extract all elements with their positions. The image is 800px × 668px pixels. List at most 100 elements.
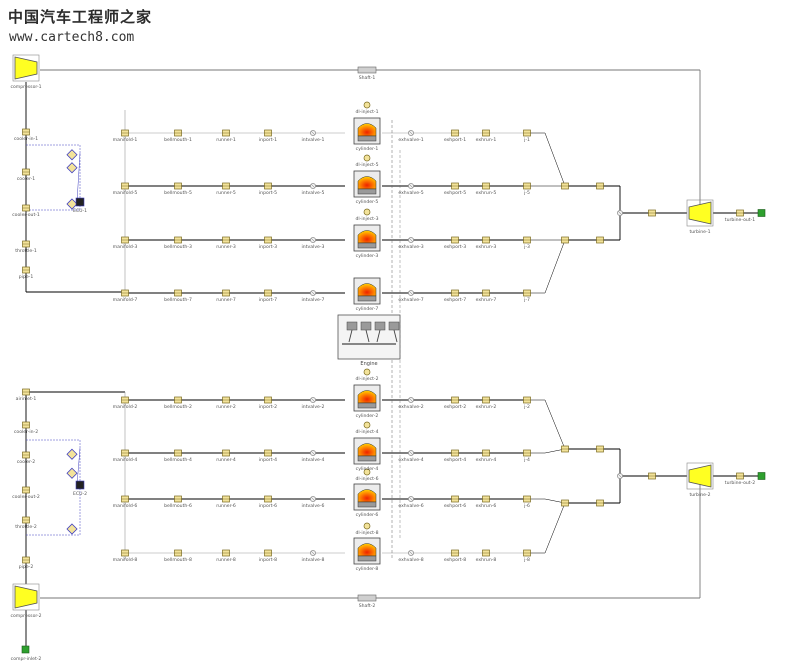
bottom_bank-merge-b[interactable] [561, 499, 569, 507]
shaft-1-icon[interactable] [357, 66, 377, 74]
bottom_bank-part-1-1[interactable] [174, 449, 182, 457]
controller-2-sensor-b[interactable] [66, 448, 78, 460]
compressor-2[interactable] [12, 583, 40, 611]
bottom_bank-junction-0[interactable] [523, 396, 531, 404]
bottom_bank-inj-2[interactable] [363, 468, 371, 476]
top_bank-part-1-0[interactable] [121, 182, 129, 190]
bottom_bank-part-3-3[interactable] [264, 549, 272, 557]
bottom_bank-valve-3-5[interactable] [408, 550, 414, 556]
top_bank-valve-2-5[interactable] [408, 237, 414, 243]
top_bank-cyl-0[interactable] [353, 117, 381, 145]
bottom_bank-part-1-0[interactable] [121, 449, 129, 457]
top_bank-part-1-6[interactable] [451, 182, 459, 190]
top_bank-part-2-7[interactable] [482, 236, 490, 244]
bottom_bank-valve-0-4[interactable] [310, 397, 316, 403]
top_bank-valve-2-4[interactable] [310, 237, 316, 243]
top_bank-part-2-6[interactable] [451, 236, 459, 244]
bottom_bank-inj-0[interactable] [363, 368, 371, 376]
bottom_bank-part-3-0[interactable] [121, 549, 129, 557]
turbine-2-outlet[interactable] [736, 472, 744, 480]
bottom_bank-cyl-2[interactable] [353, 483, 381, 511]
bottom_bank-merge-c[interactable] [596, 445, 604, 453]
top_bank-part-1-1[interactable] [174, 182, 182, 190]
top_bank-part-2-0[interactable] [121, 236, 129, 244]
top_bank-part-0-0[interactable] [121, 129, 129, 137]
bottom-chain-0[interactable] [22, 421, 30, 429]
bottom_bank-inj-1[interactable] [363, 421, 371, 429]
bottom_bank-merge-a[interactable] [561, 445, 569, 453]
top_bank-inj-0[interactable] [363, 101, 371, 109]
top_bank-inj-1[interactable] [363, 154, 371, 162]
controller-1-sensor-a[interactable] [66, 162, 78, 174]
bottom_bank-turbine-pipe[interactable] [648, 472, 656, 480]
bottom-chain-1[interactable] [22, 451, 30, 459]
bottom_bank-part-1-3[interactable] [264, 449, 272, 457]
bottom_bank-valve-2-4[interactable] [310, 496, 316, 502]
top_bank-inj-2[interactable] [363, 208, 371, 216]
top_bank-part-0-3[interactable] [264, 129, 272, 137]
top_bank-part-1-2[interactable] [222, 182, 230, 190]
top_bank-merge-a[interactable] [561, 182, 569, 190]
bottom_bank-part-2-2[interactable] [222, 495, 230, 503]
bottom_bank-valve-1-4[interactable] [310, 450, 316, 456]
top_bank-junction-3[interactable] [523, 289, 531, 297]
top_bank-part-0-6[interactable] [451, 129, 459, 137]
top_bank-merge-c[interactable] [596, 182, 604, 190]
top_bank-valve-1-5[interactable] [408, 183, 414, 189]
top_bank-cyl-1[interactable] [353, 170, 381, 198]
top_bank-part-0-7[interactable] [482, 129, 490, 137]
top_bank-part-3-1[interactable] [174, 289, 182, 297]
turbine-1[interactable] [686, 199, 714, 227]
top_bank-merge-d[interactable] [596, 236, 604, 244]
bottom_bank-part-3-7[interactable] [482, 549, 490, 557]
bottom_bank-turbine-inlet[interactable] [617, 473, 623, 479]
bottom_bank-cyl-0[interactable] [353, 384, 381, 412]
bottom-chain-3[interactable] [22, 516, 30, 524]
controller-1-icon[interactable] [75, 197, 85, 207]
bottom-air-inlet[interactable] [22, 388, 30, 396]
shaft-2-icon[interactable] [357, 594, 377, 602]
top_bank-valve-0-4[interactable] [310, 130, 316, 136]
bottom_bank-part-3-1[interactable] [174, 549, 182, 557]
bottom_bank-part-2-6[interactable] [451, 495, 459, 503]
bottom_bank-part-2-1[interactable] [174, 495, 182, 503]
top_bank-part-3-6[interactable] [451, 289, 459, 297]
bottom_bank-inj-3[interactable] [363, 522, 371, 530]
bottom_bank-cyl-1[interactable] [353, 437, 381, 465]
top_bank-part-2-1[interactable] [174, 236, 182, 244]
top_bank-part-0-2[interactable] [222, 129, 230, 137]
top_bank-part-2-3[interactable] [264, 236, 272, 244]
bottom_bank-part-2-0[interactable] [121, 495, 129, 503]
controller-2-sensor-c[interactable] [66, 523, 78, 535]
bottom_bank-valve-3-4[interactable] [310, 550, 316, 556]
bottom_bank-part-0-2[interactable] [222, 396, 230, 404]
top_bank-part-1-7[interactable] [482, 182, 490, 190]
top_bank-part-0-1[interactable] [174, 129, 182, 137]
controller-2-sensor-a[interactable] [66, 467, 78, 479]
bottom_bank-junction-2[interactable] [523, 495, 531, 503]
top-chain-0[interactable] [22, 128, 30, 136]
top-chain-3[interactable] [22, 240, 30, 248]
top_bank-part-3-0[interactable] [121, 289, 129, 297]
bottom_bank-junction-3[interactable] [523, 549, 531, 557]
bottom_bank-part-3-2[interactable] [222, 549, 230, 557]
top_bank-merge-b[interactable] [561, 236, 569, 244]
top_bank-part-3-2[interactable] [222, 289, 230, 297]
bottom_bank-part-0-3[interactable] [264, 396, 272, 404]
bottom_bank-part-3-6[interactable] [451, 549, 459, 557]
bottom_bank-part-0-6[interactable] [451, 396, 459, 404]
top_bank-valve-3-4[interactable] [310, 290, 316, 296]
turbine-1-outlet[interactable] [736, 209, 744, 217]
top-chain-2[interactable] [22, 204, 30, 212]
top_bank-turbine-pipe[interactable] [648, 209, 656, 217]
bottom_bank-valve-0-5[interactable] [408, 397, 414, 403]
bottom_bank-part-0-1[interactable] [174, 396, 182, 404]
crankcase[interactable] [337, 314, 401, 360]
bottom-chain-2[interactable] [22, 486, 30, 494]
bottom_bank-merge-d[interactable] [596, 499, 604, 507]
turbine-2[interactable] [686, 462, 714, 490]
top_bank-valve-0-5[interactable] [408, 130, 414, 136]
bottom_bank-valve-2-5[interactable] [408, 496, 414, 502]
compressor-1[interactable] [12, 54, 40, 82]
top_bank-part-3-3[interactable] [264, 289, 272, 297]
